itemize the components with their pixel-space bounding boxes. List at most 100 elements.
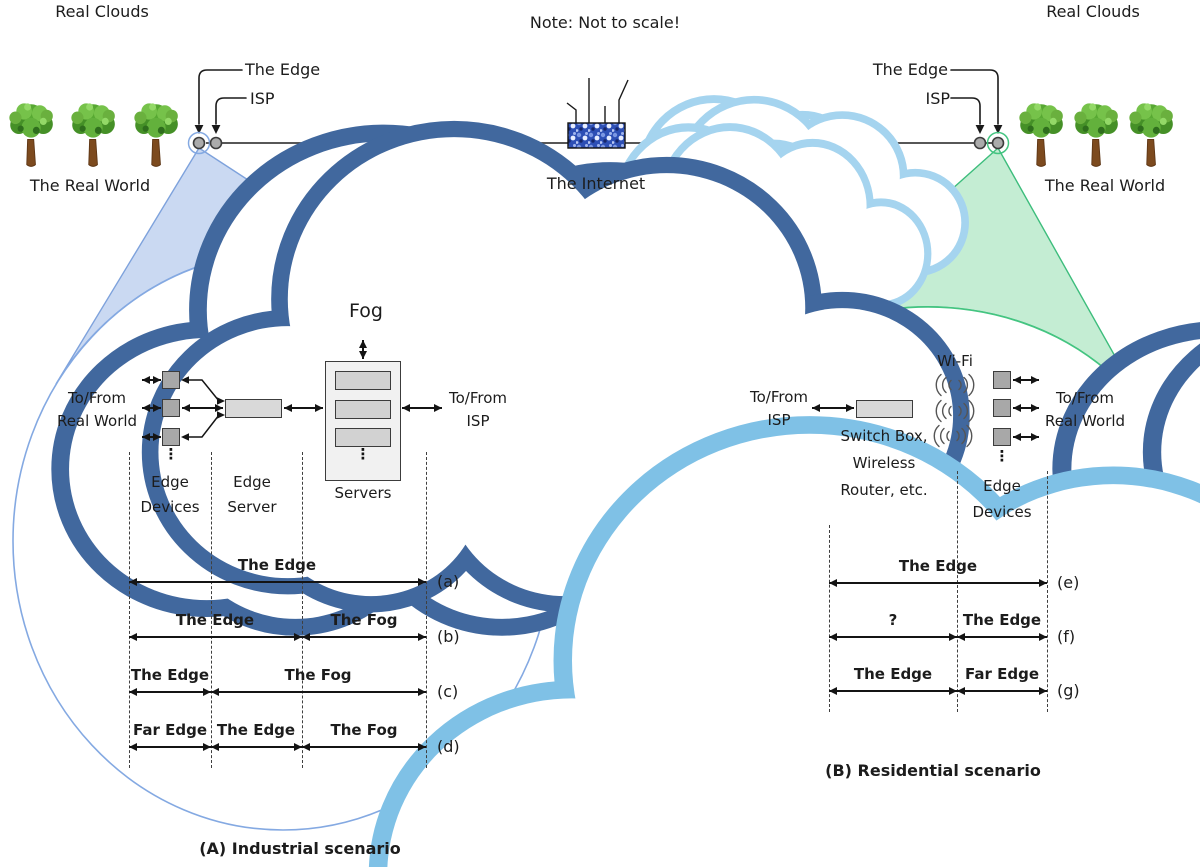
to-from-isp-right-line1: To/From	[749, 388, 808, 406]
edge-device-box	[162, 399, 180, 417]
isp-pointer-leader-left	[215, 97, 247, 125]
servers-isp-arrow	[402, 404, 442, 412]
edgeserver-servers-arrow	[284, 404, 323, 412]
device-realworld-arrow	[1013, 404, 1039, 412]
span-arrow	[211, 743, 302, 750]
isp-switch-arrow	[812, 404, 854, 412]
span-arrow	[957, 687, 1047, 694]
span-label: The Edge	[216, 721, 296, 739]
internet-label: The Internet	[546, 174, 646, 193]
tree-icon	[70, 102, 116, 167]
edge-dot-right	[991, 136, 1005, 150]
row-tag: (b)	[437, 627, 460, 646]
edge-server-box	[225, 399, 282, 418]
server-slot	[335, 399, 391, 419]
row-tag: (g)	[1057, 681, 1080, 700]
real-world-title-right: The Real World	[1044, 176, 1166, 195]
edge-pointer-leader-right	[950, 69, 999, 125]
span-arrow	[302, 743, 426, 750]
span-arrow	[211, 688, 426, 695]
tree-icon	[1128, 102, 1174, 167]
span-label: The Edge	[853, 665, 933, 683]
servers-label: Servers	[334, 484, 392, 502]
real-clouds-title-right: Real Clouds	[1046, 2, 1140, 21]
row-tag: (f)	[1057, 627, 1076, 646]
edge-devices-label-line2: Devices	[140, 498, 200, 516]
switch-label-line1: Switch Box,	[840, 427, 928, 445]
span-label: The Edge	[898, 557, 978, 575]
edge-pointer-label-left: The Edge	[245, 60, 321, 79]
isp-dot-right	[973, 136, 987, 150]
isp-pointer-label-left: ISP	[250, 89, 275, 108]
tree-icon	[8, 102, 54, 167]
isp-dot-left	[209, 136, 223, 150]
server-slot	[335, 428, 391, 447]
edge-device-box	[162, 428, 180, 446]
fog-label: Fog	[349, 300, 383, 322]
to-from-isp-line2: ISP	[466, 412, 490, 430]
span-label: The Edge	[962, 611, 1042, 629]
span-arrow	[129, 578, 426, 585]
pointer-arrowheads	[194, 125, 1003, 134]
devices-ellipsis: ⋮	[163, 445, 179, 463]
tree-icon	[1018, 102, 1064, 167]
switch-label-line3: Router, etc.	[840, 481, 928, 499]
real-world-title-left: The Real World	[29, 176, 151, 195]
server-slot	[335, 371, 391, 390]
note-label: Note: Not to scale!	[529, 13, 681, 32]
to-from-real-world-right-line2: Real World	[1044, 412, 1126, 430]
divider-dashed-line	[1047, 471, 1048, 712]
isp-pointer-leader-right	[950, 97, 981, 125]
device-edgeserver-arrow	[182, 404, 223, 412]
devices-ellipsis: ⋮	[994, 447, 1010, 465]
divider-dashed-line	[129, 452, 130, 768]
span-label: The Fog	[330, 611, 398, 629]
edge-devices-right-line2: Devices	[972, 503, 1032, 521]
span-arrow	[129, 688, 211, 695]
edge-pointer-leader-left	[198, 69, 243, 125]
switch-label-line2: Wireless	[852, 454, 916, 472]
internet-box	[567, 122, 626, 149]
span-arrow	[129, 743, 211, 750]
industrial-caption: (A) Industrial scenario	[199, 839, 401, 858]
span-arrow	[829, 633, 957, 640]
to-from-real-world-right-line1: To/From	[1055, 389, 1114, 407]
span-label: The Edge	[237, 556, 317, 574]
span-label: Far Edge	[132, 721, 207, 739]
edge-device-box	[993, 371, 1011, 389]
divider-dashed-line	[426, 452, 427, 768]
edge-dot-left	[192, 136, 206, 150]
edge-server-label-line2: Server	[227, 498, 277, 516]
tree-icon	[1073, 102, 1119, 167]
to-from-isp-right-line2: ISP	[767, 411, 791, 429]
row-tag: (c)	[437, 682, 459, 701]
span-label: The Edge	[130, 666, 210, 684]
edge-devices-label-line1: Edge	[151, 473, 189, 491]
fog-servers-arrow	[359, 340, 367, 359]
edge-device-box	[993, 428, 1011, 446]
switch-box	[856, 400, 913, 418]
span-arrow	[829, 687, 957, 694]
to-from-real-world-line2: Real World	[56, 412, 138, 430]
edge-server-label-line1: Edge	[233, 473, 271, 491]
tree-icon	[133, 102, 179, 167]
span-arrow	[129, 633, 302, 640]
device-realworld-arrow	[142, 433, 161, 441]
divider-dashed-line	[211, 452, 212, 768]
row-tag: (a)	[437, 572, 460, 591]
span-arrow	[957, 633, 1047, 640]
span-label: The Fog	[330, 721, 398, 739]
span-arrow	[302, 633, 426, 640]
span-label: ?	[888, 611, 898, 629]
internet-cloud-links	[566, 78, 629, 123]
edge-devices-right-line1: Edge	[983, 477, 1021, 495]
edge-pointer-label-right: The Edge	[872, 60, 948, 79]
edge-point-ring-right	[986, 131, 1010, 155]
edge-device-box	[993, 399, 1011, 417]
device-realworld-arrow	[142, 404, 161, 412]
device-realworld-arrow	[142, 376, 161, 384]
device-connector-arrowheads	[181, 376, 225, 441]
span-label: The Fog	[284, 666, 352, 684]
